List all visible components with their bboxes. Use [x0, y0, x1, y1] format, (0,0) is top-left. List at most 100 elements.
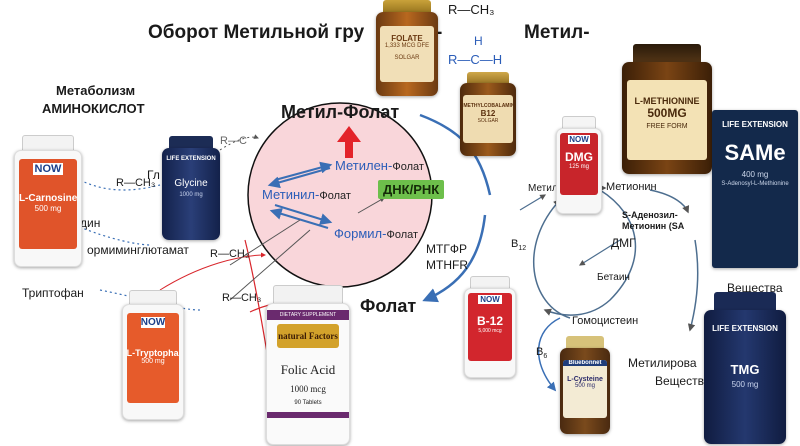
formula-h-top: H [474, 34, 483, 48]
enzyme-mthfr: MTHFR [426, 258, 468, 272]
methylated-label-2: Веществ [655, 374, 704, 388]
formyl-suffix: Фолат [386, 229, 419, 241]
product-glycine: LIFE EXTENSION Glycine 1000 mg [162, 136, 220, 240]
arrow-methenyl-to-methylene [274, 161, 333, 181]
formula-r-ch3-a: R—CH₃ [210, 248, 250, 260]
product-folate-solgar: FOLATE 1,333 MCG DFE SOLGAR [376, 0, 438, 96]
folic-top-band: DIETARY SUPPLEMENT [267, 310, 349, 320]
folic-name: Folic Acid [280, 362, 336, 377]
methyl-folate-label: Метил-Фолат [281, 102, 400, 122]
methionine-l2: 500MG [647, 106, 687, 120]
bottle-body: DIETARY SUPPLEMENT natural Factors Folic… [266, 303, 350, 445]
bottle-cap [632, 44, 702, 66]
red-arrow-head [337, 126, 361, 142]
red-line-3 [159, 252, 266, 291]
red-arrow-shaft [345, 140, 353, 158]
formula-r-ch3-b: R—CH₃ [222, 292, 262, 304]
left-item-gl: Гл [147, 168, 160, 182]
dmg-brand: NOW [567, 135, 591, 144]
b6-sub: 6 [543, 353, 548, 361]
product-b12-solgar: METHYLCOBALAMIN B12 SOLGAR [460, 72, 516, 156]
bottle-body: NOW B-12 5,000 mcg [464, 288, 516, 378]
tmg-name: TMG [730, 362, 760, 377]
bottle-body: METHYLCOBALAMIN B12 SOLGAR [460, 83, 516, 156]
glycine-dose: 1000 mg [179, 192, 203, 198]
bottle-body: FOLATE 1,333 MCG DFE SOLGAR [376, 12, 438, 96]
tmg-dose: 500 mg [731, 380, 759, 389]
arrow-b12-link [519, 194, 547, 211]
product-carnosine: NOW L-Carnosine 500 mg [14, 135, 82, 267]
formula-r-ch3-mid: R—CH₃ [116, 177, 156, 189]
title-dash: - [436, 22, 443, 43]
dna-rna-badge: ДНК/РНК [378, 180, 445, 199]
tryptophan-name: L-Tryptophan [126, 348, 180, 358]
arrow-formyl-to-dna [357, 197, 385, 214]
b12-solgar-l1: METHYLCOBALAMIN [463, 103, 513, 109]
dotted-tryptophan [99, 289, 201, 311]
folate-top-l1: FOLATE [391, 34, 423, 43]
methenyl-suffix: Фолат [319, 190, 351, 202]
dmg-name: DMG [565, 150, 593, 164]
methionine-l3: FREE FORM [646, 123, 688, 130]
left-item-din: дин [80, 216, 101, 230]
glycine-name: Glycine [174, 178, 208, 189]
bottle-label: METHYLCOBALAMIN B12 SOLGAR [463, 95, 513, 143]
b12-label: B12 [511, 238, 527, 253]
bottle-body: L-METHIONINE 500MG FREE FORM [622, 62, 712, 174]
tryptophan-dose: 500 mg [141, 358, 165, 365]
folate-label: Фолат [360, 296, 417, 316]
product-tmg: LIFE EXTENSION TMG 500 mg [704, 292, 786, 444]
b12-now-brand: NOW [478, 295, 502, 304]
bottle-body: LIFE EXTENSION Glycine 1000 mg [162, 148, 220, 240]
left-heading-1: Метаболизм [56, 83, 136, 98]
same-dose: 400 mg [741, 170, 769, 179]
dmg-label: ДМГ [611, 236, 636, 250]
arrow-dmg [578, 239, 621, 266]
folic-count: 90 Tablets [294, 400, 322, 406]
cysteine-brand: Bluebonnet [563, 360, 607, 366]
left-item-formimin: ормиминглютамат [87, 243, 189, 257]
tryptophan-brand: NOW [140, 317, 166, 328]
bottle-cap [466, 72, 510, 86]
bottle-label: FOLATE 1,333 MCG DFE SOLGAR [379, 26, 435, 82]
methenyl-text: Метинил- [262, 187, 320, 202]
tmg-brand: LIFE EXTENSION [712, 324, 778, 333]
b12-now-dose: 5,000 mcg [478, 328, 502, 334]
carnosine-dose: 500 mg [34, 204, 62, 213]
sam-label-1: S-Аденозил- [622, 210, 678, 220]
methylene-text: Метилен- [335, 158, 393, 173]
bottle-body: LIFE EXTENSION SAMe 400 mg S-Adenosyl-L-… [712, 110, 798, 268]
diagram-title: Оборот Метильной гру [148, 22, 365, 43]
carnosine-brand: NOW [32, 163, 64, 175]
glycine-brand: LIFE EXTENSION [166, 156, 216, 162]
product-cysteine: Bluebonnet L-Cysteine 500 mg [560, 336, 610, 434]
formula-r-c: R—C [220, 135, 247, 147]
dark-line-1 [229, 219, 301, 266]
product-b12-now: NOW B-12 5,000 mcg [464, 276, 516, 378]
bottle-body: NOW L-Tryptophan 500 mg [122, 304, 184, 420]
folic-stripe [267, 412, 349, 418]
methionine-cycle-left [533, 198, 571, 319]
bottle-body: NOW L-Carnosine 500 mg [14, 150, 82, 267]
product-folic-acid: DIETARY SUPPLEMENT natural Factors Folic… [266, 285, 350, 445]
left-item-tryptophan: Триптофан [22, 286, 84, 300]
methionine-label: Метионин [606, 181, 657, 193]
bottle-label: NOW L-Carnosine 500 mg [18, 159, 78, 249]
arrow-to-folate [422, 214, 487, 303]
b12-now-name: B-12 [476, 314, 503, 328]
formula-r-ch3-top: R—CH₃ [448, 2, 495, 17]
b12-solgar-l2: B12 [480, 109, 496, 118]
dark-line-2 [229, 229, 311, 301]
arrow-methenyl-to-formyl [274, 204, 333, 225]
formyl-label: Формил-Фолат [334, 226, 418, 241]
product-dmg: NOW DMG 125 mg [556, 116, 602, 214]
bottle-label: L-METHIONINE 500MG FREE FORM [627, 80, 707, 160]
folate-top-l3: SOLGAR [394, 55, 420, 61]
bottle-body: LIFE EXTENSION TMG 500 mg [704, 310, 786, 444]
dmg-dose: 125 mg [568, 164, 589, 170]
bottle-label: NOW B-12 5,000 mcg [468, 293, 512, 361]
b12-sub: 12 [518, 245, 527, 253]
bottle-label: Bluebonnet L-Cysteine 500 mg [563, 360, 607, 418]
methenyl-label: Метинил-Фолат [262, 187, 351, 202]
